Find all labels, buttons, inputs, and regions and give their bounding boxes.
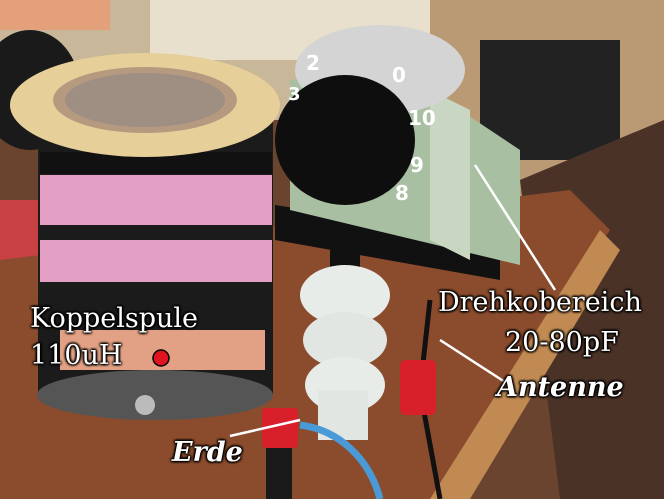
variable-capacitor: 2 0 10 9 8 3 — [275, 25, 520, 280]
erde-label: Erde — [172, 437, 243, 468]
cushion — [0, 0, 110, 30]
capacitor-pointer-line — [473, 164, 557, 291]
drehko-label: Drehkobereich — [438, 287, 642, 318]
ceramic-insulator — [300, 250, 390, 440]
dial-mark: 10 — [408, 106, 436, 130]
blue-cable — [299, 421, 384, 499]
antenna-pointer-line — [439, 338, 506, 384]
ground-pointer-line — [229, 418, 301, 438]
ground-terminal-base — [266, 448, 292, 499]
capacitance-range-label: 20-80pF — [505, 327, 619, 358]
koppelspule-label: Koppelspule — [30, 303, 199, 334]
dial-mark: 2 — [306, 51, 320, 75]
dial-mark: 3 — [288, 84, 301, 105]
antenne-label: Antenne — [497, 372, 624, 403]
ground-terminal — [262, 408, 298, 448]
coupling-coil — [10, 53, 280, 420]
marker-dot — [152, 349, 170, 367]
dial-mark: 9 — [410, 153, 424, 177]
board-edge — [430, 230, 620, 499]
dial-mark: 0 — [392, 63, 406, 87]
dial-mark: 8 — [395, 181, 409, 205]
inductance-label: 110uH — [30, 340, 123, 371]
antenna-terminal — [400, 360, 436, 415]
